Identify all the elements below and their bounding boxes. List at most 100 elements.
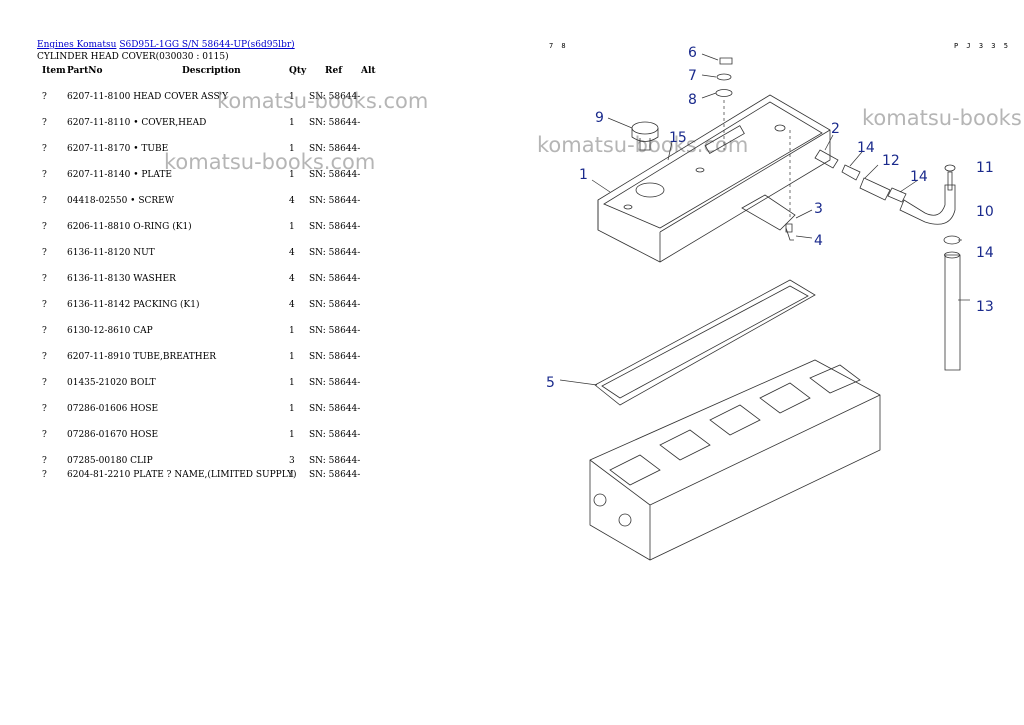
header-ref: Ref: [325, 66, 343, 76]
row-item: ?: [42, 92, 47, 102]
row-item: ?: [42, 456, 47, 466]
callout-10: 10: [976, 204, 994, 220]
row-part-description: 07286-01670 HOSE: [67, 430, 159, 440]
table-row: ? 6207-11-8910 TUBE,BREATHER 1 SN: 58644-: [37, 352, 397, 364]
callout-9: 9: [595, 110, 604, 126]
head-cover-drawing: [597, 94, 831, 263]
header-qty: Qty: [289, 66, 307, 76]
row-qty: 1: [289, 352, 295, 362]
row-part-description: 6204-81-2210 PLATE ? NAME,(LIMITED SUPPL…: [67, 470, 297, 480]
row-serial: SN: 58644-: [309, 470, 361, 480]
cap-drawing: [631, 121, 659, 151]
callout-14: 14: [976, 245, 994, 261]
row-qty: 1: [289, 378, 295, 388]
callout-14: 14: [910, 169, 928, 185]
row-serial: SN: 58644-: [309, 326, 361, 336]
plate-drawing: [741, 130, 796, 241]
callout-2: 2: [831, 121, 840, 137]
breadcrumb-engines-link[interactable]: Engines Komatsu: [37, 40, 117, 50]
gasket-drawing: [594, 279, 816, 406]
row-part-description: 6136-11-8142 PACKING (K1): [67, 300, 200, 310]
breadcrumb-model-link[interactable]: S6D95L-1GG S/N 58644-UP(s6d95lbr): [119, 40, 295, 50]
row-qty: 1: [289, 170, 295, 180]
row-qty: 1: [289, 92, 295, 102]
row-part-description: 04418-02550 • SCREW: [67, 196, 174, 206]
row-serial: SN: 58644-: [309, 300, 361, 310]
callout-11: 11: [976, 160, 994, 176]
row-item: ?: [42, 352, 47, 362]
callout-13: 13: [976, 299, 994, 315]
row-qty: 1: [289, 118, 295, 128]
row-item: ?: [42, 404, 47, 414]
callout-3: 3: [814, 201, 823, 217]
callout-4: 4: [814, 233, 823, 249]
row-serial: SN: 58644-: [309, 118, 361, 128]
fasteners-drawing: [715, 57, 733, 150]
row-qty: 1: [289, 326, 295, 336]
diagram-page-left: 7 8: [549, 42, 568, 50]
row-item: ?: [42, 378, 47, 388]
table-row: ? 01435-21020 BOLT 1 SN: 58644-: [37, 378, 397, 390]
row-qty: 1: [289, 404, 295, 414]
row-qty: 4: [289, 300, 295, 310]
row-item: ?: [42, 326, 47, 336]
row-part-description: 6130-12-8610 CAP: [67, 326, 153, 336]
breadcrumb: Engines Komatsu S6D95L-1GG S/N 58644-UP(…: [37, 40, 295, 50]
row-item: ?: [42, 274, 47, 284]
row-part-description: 6207-11-8140 • PLATE: [67, 170, 172, 180]
table-row: ? 6130-12-8610 CAP 1 SN: 58644-: [37, 326, 397, 338]
page-subtitle: CYLINDER HEAD COVER(030030 : 0115): [37, 52, 229, 62]
table-row: ? 6207-11-8140 • PLATE 1 SN: 58644-: [37, 170, 397, 182]
row-qty: 4: [289, 248, 295, 258]
row-part-description: 6207-11-8170 • TUBE: [67, 144, 169, 154]
row-part-description: 6207-11-8910 TUBE,BREATHER: [67, 352, 217, 362]
row-serial: SN: 58644-: [309, 378, 361, 388]
row-part-description: 6136-11-8120 NUT: [67, 248, 155, 258]
row-item: ?: [42, 470, 47, 480]
row-serial: SN: 58644-: [309, 352, 361, 362]
row-part-description: 6136-11-8130 WASHER: [67, 274, 176, 284]
header-item: Item: [42, 66, 66, 76]
row-qty: 1: [289, 470, 295, 480]
leader-lines: [559, 53, 970, 386]
callout-14: 14: [857, 140, 875, 156]
row-part-description: 07286-01606 HOSE: [67, 404, 159, 414]
row-part-description: 01435-21020 BOLT: [67, 378, 156, 388]
table-row: ? 6136-11-8142 PACKING (K1) 4 SN: 58644-: [37, 300, 397, 312]
row-part-description: 6207-11-8100 HEAD COVER ASS'Y: [67, 92, 229, 102]
callout-15: 15: [669, 130, 687, 146]
row-part-description: 6207-11-8110 • COVER,HEAD: [67, 118, 207, 128]
table-header: Item PartNo Description Qty Ref Alt: [37, 66, 397, 78]
row-item: ?: [42, 222, 47, 232]
row-qty: 1: [289, 222, 295, 232]
callout-7: 7: [688, 68, 697, 84]
diagram-page-right: P J 3 3 5: [954, 42, 1010, 50]
row-serial: SN: 58644-: [309, 170, 361, 180]
row-qty: 4: [289, 196, 295, 206]
row-item: ?: [42, 170, 47, 180]
row-item: ?: [42, 430, 47, 440]
header-partno: PartNo: [67, 66, 103, 76]
callout-12: 12: [882, 153, 900, 169]
row-serial: SN: 58644-: [309, 144, 361, 154]
row-item: ?: [42, 300, 47, 310]
callout-1: 1: [579, 167, 588, 183]
row-item: ?: [42, 144, 47, 154]
row-qty: 4: [289, 274, 295, 284]
callout-5: 5: [546, 375, 555, 391]
row-item: ?: [42, 248, 47, 258]
row-part-description: 07285-00180 CLIP: [67, 456, 153, 466]
header-description: Description: [182, 66, 241, 76]
row-item: ?: [42, 196, 47, 206]
cylinder-head-drawing: [589, 359, 881, 561]
row-qty: 3: [289, 456, 295, 466]
